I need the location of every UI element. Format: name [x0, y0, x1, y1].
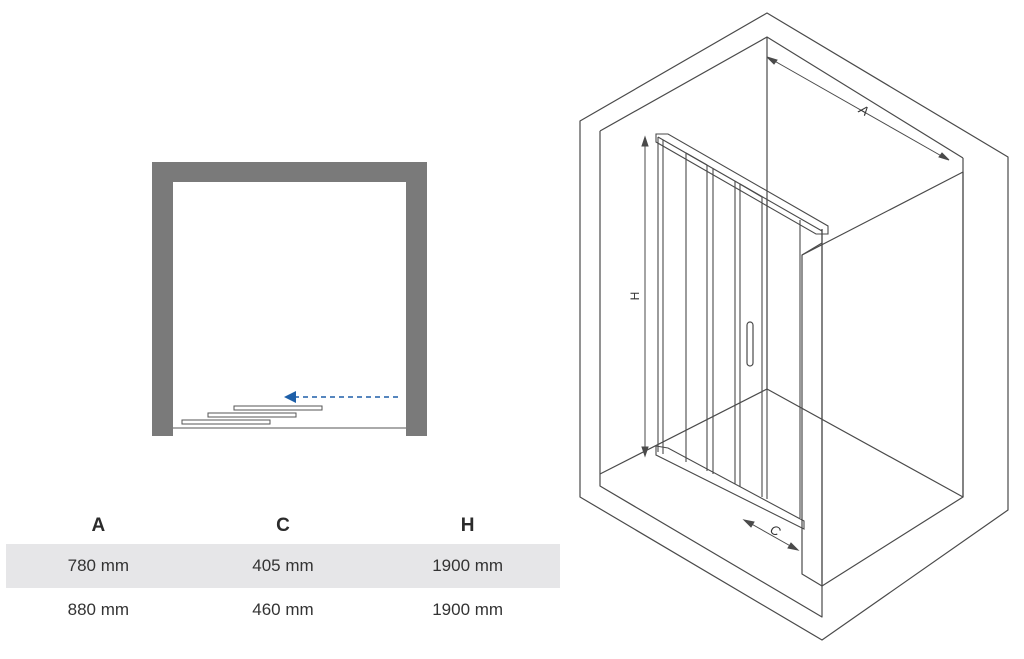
cell-c: 405 mm	[190, 544, 376, 588]
dimension-a	[766, 56, 950, 161]
top-rail	[655, 133, 829, 235]
dimension-c	[742, 519, 800, 551]
dimension-a-label: A	[856, 101, 872, 119]
cell-a: 880 mm	[67, 600, 130, 619]
dimensions-table: A C H 780 mm 405 mm 1900 mm 880 mm 460 m…	[6, 508, 560, 632]
isometric-view-diagram: A H C	[579, 12, 1009, 641]
cell-a: 780 mm	[6, 544, 191, 588]
door-panel-middle	[207, 412, 297, 418]
front-return-wall	[801, 171, 964, 587]
cell-h: 1900 mm	[432, 600, 504, 619]
dimension-c-label: C	[768, 522, 784, 540]
left-wall	[152, 162, 173, 436]
enclosure-outer-outline	[579, 12, 1009, 641]
sliding-direction-arrow	[284, 391, 398, 403]
table-row: 780 mm 405 mm 1900 mm	[6, 544, 560, 588]
header-a: A	[91, 515, 106, 536]
plan-view-diagram	[152, 162, 427, 436]
table-header-row: A C H	[6, 508, 560, 544]
back-wall	[152, 162, 427, 182]
plan-walls	[152, 162, 427, 436]
cell-c: 460 mm	[252, 600, 314, 619]
dimension-h	[641, 135, 649, 458]
sliding-door	[655, 133, 829, 530]
dimension-h-label: H	[628, 292, 642, 301]
header-h: H	[460, 515, 475, 536]
floor-outline	[599, 158, 964, 498]
door-handle-icon	[746, 321, 754, 367]
bottom-rail	[655, 445, 805, 530]
door-panels	[181, 405, 323, 425]
header-c: C	[276, 515, 290, 536]
door-panel-outer	[181, 419, 271, 425]
right-wall	[406, 162, 427, 436]
cell-h: 1900 mm	[375, 544, 560, 588]
door-panel-inner	[233, 405, 323, 411]
table-row: 880 mm 460 mm 1900 mm	[6, 588, 560, 632]
